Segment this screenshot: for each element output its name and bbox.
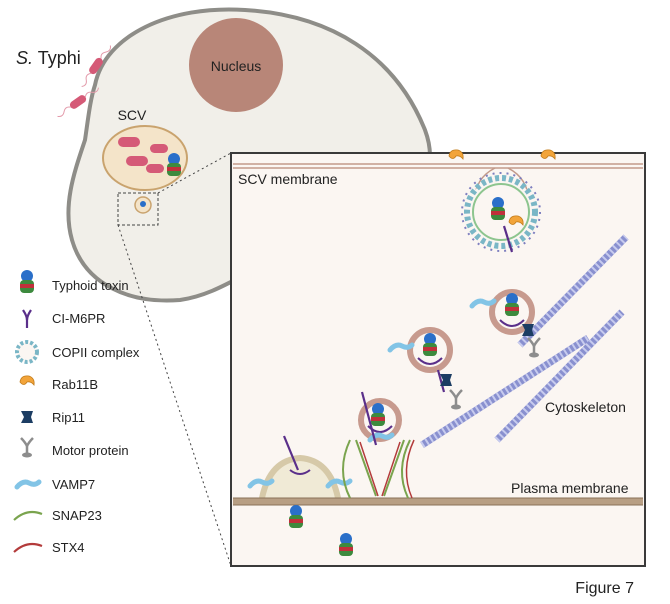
cytoskeleton-label: Cytoskeleton [545,399,626,415]
svg-text:Typhoid toxin: Typhoid toxin [52,278,129,293]
svg-text:Rab11B: Rab11B [52,377,98,392]
rip11-icon [21,411,33,423]
figure-caption: Figure 7 [575,580,634,597]
legend-item: Rip11 [21,410,85,425]
snare-complex [342,439,415,499]
legend-item: Rab11B [19,375,98,392]
ci-m6pr-icon [21,308,33,330]
organism-label: S. Typhi [16,48,81,68]
free-bacteria [57,45,111,117]
rab11b-icon [19,375,35,386]
released-toxin-icon [339,533,353,556]
nucleus-label: Nucleus [211,58,262,74]
legend-item: SNAP23 [13,508,102,523]
motor-protein-icon [19,436,35,459]
scv-budding-vesicle [134,196,152,214]
scv-label: SCV [118,107,147,123]
svg-text:VAMP7: VAMP7 [52,477,95,492]
legend-item: VAMP7 [17,477,95,492]
legend-item: COPII complex [15,340,140,364]
scv-bacteria [118,137,168,173]
scv-toxin-icon [167,153,181,176]
svg-text:COPII complex: COPII complex [52,345,140,360]
svg-text:CI-M6PR: CI-M6PR [52,311,105,326]
nucleus [189,18,283,112]
legend-item: CI-M6PR [21,308,105,330]
stx4-icon [13,542,43,553]
scv-membrane [233,163,643,169]
copii-coated-vesicle [461,167,541,253]
released-toxin-icon [289,505,303,528]
transport-vesicle [472,289,542,359]
zoom-line [157,152,232,194]
svg-text:SNAP23: SNAP23 [52,508,102,523]
legend-item: Typhoid toxin [20,270,129,293]
cytoskeleton-filaments [420,234,629,448]
copii-complex-icon [15,340,39,364]
snap23-icon [13,510,43,521]
plasma-membrane-label: Plasma membrane [511,480,629,496]
vamp7-icon [17,482,39,487]
svg-text:Motor protein: Motor protein [52,443,129,458]
svg-text:STX4: STX4 [52,540,85,555]
legend-item: Motor protein [19,436,129,459]
fusing-vesicle [250,435,350,499]
docking-vesicle [355,391,405,497]
zoom-box [117,192,159,226]
scv-membrane-label: SCV membrane [238,171,338,187]
svg-text:Rip11: Rip11 [52,410,85,425]
typhoid-toxin-icon [20,270,34,293]
legend-item: STX4 [13,540,85,555]
transport-vesicle [390,327,464,411]
plasma-membrane [233,497,643,506]
legend: Typhoid toxin CI-M6PR COPII complex Rab1… [13,270,140,555]
